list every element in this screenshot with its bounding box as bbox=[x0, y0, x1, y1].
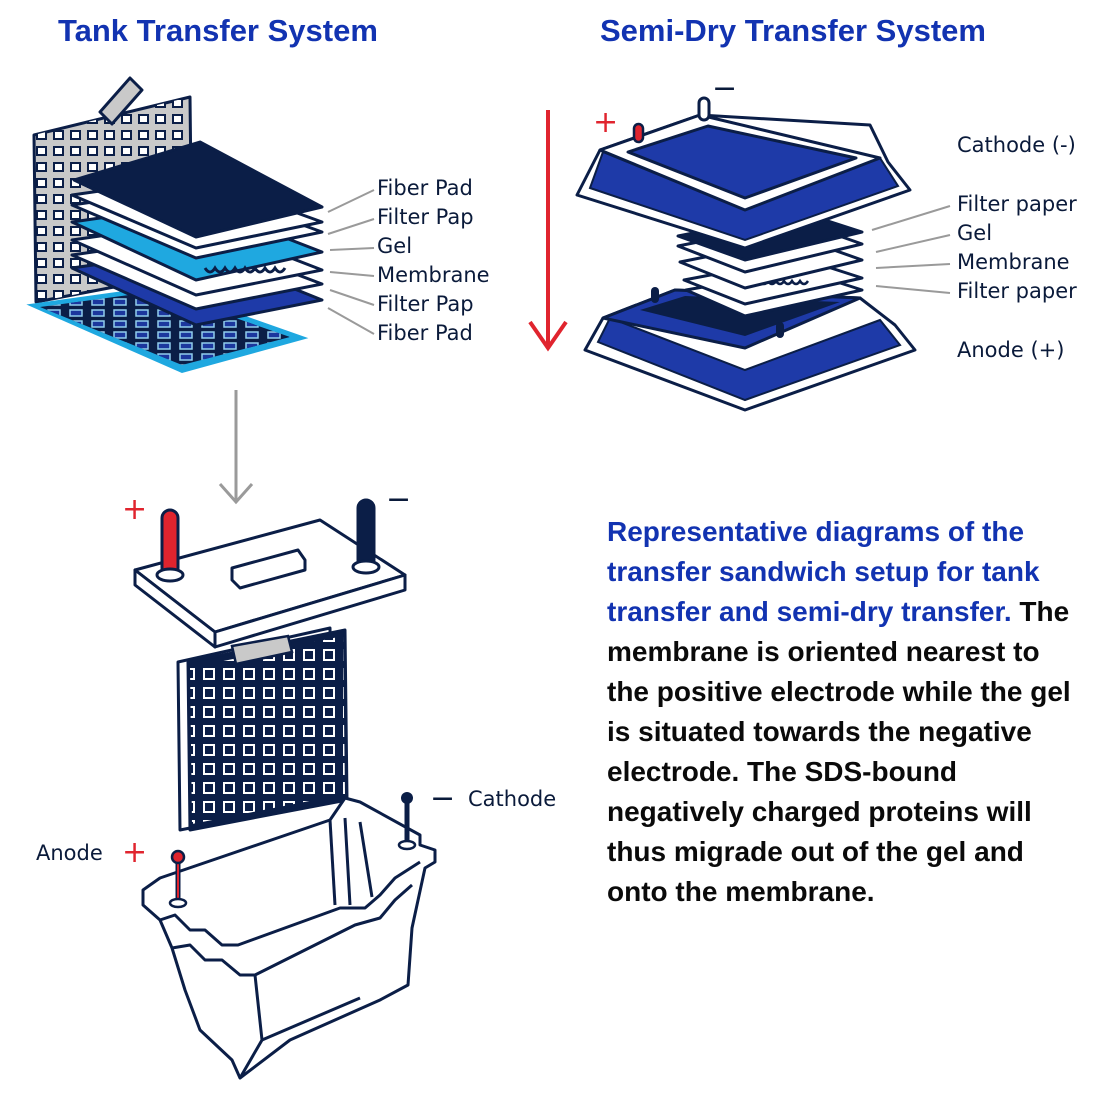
tank-layer-leader-lines bbox=[327, 189, 375, 335]
down-arrow-gray bbox=[218, 390, 254, 505]
semi-dry-label-anode: Anode (+) bbox=[957, 338, 1065, 362]
tank-label-filter-paper-top: Filter Pap bbox=[377, 205, 474, 229]
semi-dry-label-cathode: Cathode (-) bbox=[957, 133, 1076, 157]
description-body: The membrane is oriented nearest to the … bbox=[607, 596, 1071, 907]
tank-transfer-title: Tank Transfer System bbox=[58, 13, 378, 48]
semi-dry-label-filter-paper-bottom: Filter paper bbox=[957, 279, 1077, 303]
description-paragraph: Representative diagrams of the transfer … bbox=[607, 512, 1077, 912]
tank-label-fiber-pad-top: Fiber Pad bbox=[377, 176, 473, 200]
semi-dry-transfer-title: Semi-Dry Transfer System bbox=[600, 13, 986, 48]
tank-label-anode: Anode bbox=[36, 841, 103, 865]
tank-label-membrane: Membrane bbox=[377, 263, 490, 287]
tank-label-filter-paper-bottom: Filter Pap bbox=[377, 292, 474, 316]
migration-direction-arrow bbox=[528, 110, 568, 352]
description-highlight: Representative diagrams of the transfer … bbox=[607, 516, 1040, 627]
semi-dry-label-membrane: Membrane bbox=[957, 250, 1070, 274]
semi-dry-cathode-plate bbox=[575, 96, 912, 250]
semi-dry-label-filter-paper-top: Filter paper bbox=[957, 192, 1077, 216]
tank-gel-cassette bbox=[176, 626, 349, 832]
tank-label-gel: Gel bbox=[377, 234, 413, 258]
semi-dry-minus-sign: − bbox=[712, 71, 738, 106]
tank-cassette-front-panel bbox=[26, 285, 309, 374]
tank-anode-plus-sign: + bbox=[122, 835, 148, 870]
tank-lid-plus-sign: + bbox=[122, 492, 148, 527]
semi-dry-plus-sign: + bbox=[593, 105, 619, 140]
tank-layer-fiber-pad-top bbox=[72, 140, 324, 239]
tank-basin bbox=[141, 792, 437, 1080]
tank-cathode-minus-sign: − bbox=[430, 781, 456, 816]
semi-dry-leader-lines bbox=[871, 205, 951, 294]
tank-lid bbox=[133, 498, 407, 649]
tank-lid-minus-sign: − bbox=[386, 482, 412, 517]
tank-label-fiber-pad-bottom: Fiber Pad bbox=[377, 321, 473, 345]
semi-dry-label-gel: Gel bbox=[957, 221, 993, 245]
tank-label-cathode: Cathode bbox=[468, 787, 557, 811]
